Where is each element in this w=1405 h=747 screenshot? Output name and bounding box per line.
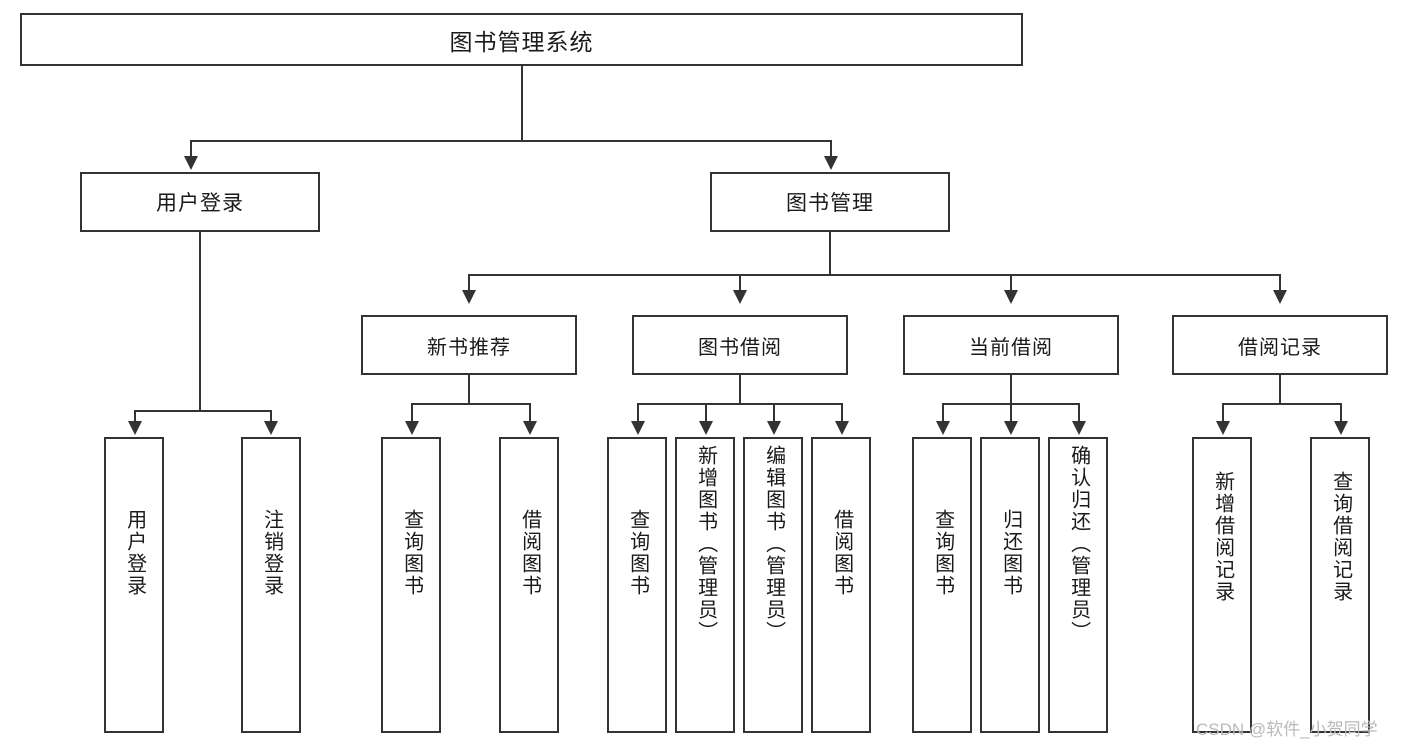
connector-userlogin-leaf1 — [134, 410, 136, 423]
node-label: 编辑图书（管理员） — [762, 445, 785, 643]
connector-bookmgmt-bar — [468, 274, 1280, 276]
node-label: 图书管理系统 — [449, 28, 594, 55]
leaf-borrow-record-add[interactable]: 新增借阅记录 — [1192, 437, 1252, 733]
arrow-borrowrecord-l2 — [1334, 421, 1348, 435]
arrow-newbook-l2 — [523, 421, 537, 435]
arrow-bookborrow-l4 — [835, 421, 849, 435]
connector-userlogin-bar — [134, 410, 272, 412]
connector-userlogin-leaf2 — [270, 410, 272, 423]
node-label: 用户登录 — [156, 192, 244, 215]
connector-bookmgmt-c1 — [468, 274, 470, 292]
node-label: 确认归还（管理员） — [1067, 445, 1090, 643]
connector-borrowrecord-l1 — [1222, 403, 1224, 423]
arrow-currentborrow-l1 — [936, 421, 950, 435]
leaf-book-borrow-add[interactable]: 新增图书（管理员） — [675, 437, 735, 733]
arrow-bookborrow-l1 — [631, 421, 645, 435]
leaf-current-borrow-query[interactable]: 查询图书 — [912, 437, 972, 733]
connector-bookmgmt-stem — [829, 232, 831, 276]
node-label: 借阅图书 — [830, 509, 853, 597]
node-label: 查询借阅记录 — [1329, 471, 1352, 603]
connector-root-stem — [521, 66, 523, 141]
node-label: 查询图书 — [931, 509, 954, 597]
connector-bookmgmt-c3 — [1010, 274, 1012, 292]
arrow-root-to-bookmgmt — [824, 156, 838, 170]
node-label: 图书借阅 — [698, 336, 782, 359]
node-label: 新书推荐 — [427, 336, 511, 359]
node-book-borrow[interactable]: 图书借阅 — [632, 315, 848, 375]
leaf-borrow-record-query[interactable]: 查询借阅记录 — [1310, 437, 1370, 733]
arrow-bookmgmt-c4 — [1273, 290, 1287, 304]
node-label: 查询图书 — [400, 509, 423, 597]
connector-root-to-userlogin — [190, 140, 192, 158]
node-borrow-record[interactable]: 借阅记录 — [1172, 315, 1388, 375]
connector-userlogin-stem — [199, 232, 201, 412]
connector-root-bar — [190, 140, 831, 142]
node-label: 借阅记录 — [1238, 336, 1322, 359]
connector-newbook-l1 — [411, 403, 413, 423]
arrow-bookmgmt-c2 — [733, 290, 747, 304]
node-label: 当前借阅 — [969, 336, 1053, 359]
arrow-bookmgmt-c1 — [462, 290, 476, 304]
leaf-user-login-login[interactable]: 用户登录 — [104, 437, 164, 733]
node-root-system[interactable]: 图书管理系统 — [20, 13, 1023, 66]
arrow-root-to-userlogin — [184, 156, 198, 170]
connector-root-to-bookmgmt — [830, 140, 832, 158]
connector-bookborrow-l1 — [637, 403, 639, 423]
node-label: 归还图书 — [999, 509, 1022, 597]
node-label: 查询图书 — [626, 509, 649, 597]
leaf-current-borrow-confirm[interactable]: 确认归还（管理员） — [1048, 437, 1108, 733]
connector-bookborrow-l3 — [773, 403, 775, 423]
arrow-userlogin-leaf1 — [128, 421, 142, 435]
connector-currentborrow-l3 — [1078, 403, 1080, 423]
connector-bookborrow-stem — [739, 375, 741, 405]
arrow-borrowrecord-l1 — [1216, 421, 1230, 435]
connector-newbook-stem — [468, 375, 470, 405]
connector-currentborrow-l1 — [942, 403, 944, 423]
node-user-login[interactable]: 用户登录 — [80, 172, 320, 232]
connector-borrowrecord-l2 — [1340, 403, 1342, 423]
connector-currentborrow-l2 — [1010, 403, 1012, 423]
arrow-bookborrow-l3 — [767, 421, 781, 435]
leaf-book-borrow-edit[interactable]: 编辑图书（管理员） — [743, 437, 803, 733]
arrow-currentborrow-l3 — [1072, 421, 1086, 435]
leaf-new-book-query[interactable]: 查询图书 — [381, 437, 441, 733]
connector-bookmgmt-c4 — [1279, 274, 1281, 292]
node-current-borrow[interactable]: 当前借阅 — [903, 315, 1119, 375]
arrow-bookborrow-l2 — [699, 421, 713, 435]
leaf-new-book-borrow[interactable]: 借阅图书 — [499, 437, 559, 733]
connector-bookmgmt-c2 — [739, 274, 741, 292]
node-new-book-recommend[interactable]: 新书推荐 — [361, 315, 577, 375]
node-label: 新增图书（管理员） — [694, 445, 717, 643]
arrow-currentborrow-l2 — [1004, 421, 1018, 435]
connector-borrowrecord-bar — [1222, 403, 1342, 405]
connector-currentborrow-stem — [1010, 375, 1012, 405]
connector-bookborrow-bar — [637, 403, 841, 405]
connector-bookborrow-l4 — [841, 403, 843, 423]
leaf-book-borrow-borrow[interactable]: 借阅图书 — [811, 437, 871, 733]
connector-borrowrecord-stem — [1279, 375, 1281, 405]
arrow-newbook-l1 — [405, 421, 419, 435]
arrow-userlogin-leaf2 — [264, 421, 278, 435]
node-book-management[interactable]: 图书管理 — [710, 172, 950, 232]
node-label: 借阅图书 — [518, 509, 541, 597]
leaf-current-borrow-return[interactable]: 归还图书 — [980, 437, 1040, 733]
connector-bookborrow-l2 — [705, 403, 707, 423]
arrow-bookmgmt-c3 — [1004, 290, 1018, 304]
node-label: 注销登录 — [260, 509, 283, 597]
leaf-user-login-logout[interactable]: 注销登录 — [241, 437, 301, 733]
connector-newbook-bar — [411, 403, 531, 405]
node-label: 图书管理 — [786, 192, 874, 215]
leaf-book-borrow-query[interactable]: 查询图书 — [607, 437, 667, 733]
connector-newbook-l2 — [529, 403, 531, 423]
node-label: 新增借阅记录 — [1211, 471, 1234, 603]
node-label: 用户登录 — [123, 509, 146, 597]
csdn-watermark: CSDN @软件_小贺同学 — [1196, 720, 1378, 739]
